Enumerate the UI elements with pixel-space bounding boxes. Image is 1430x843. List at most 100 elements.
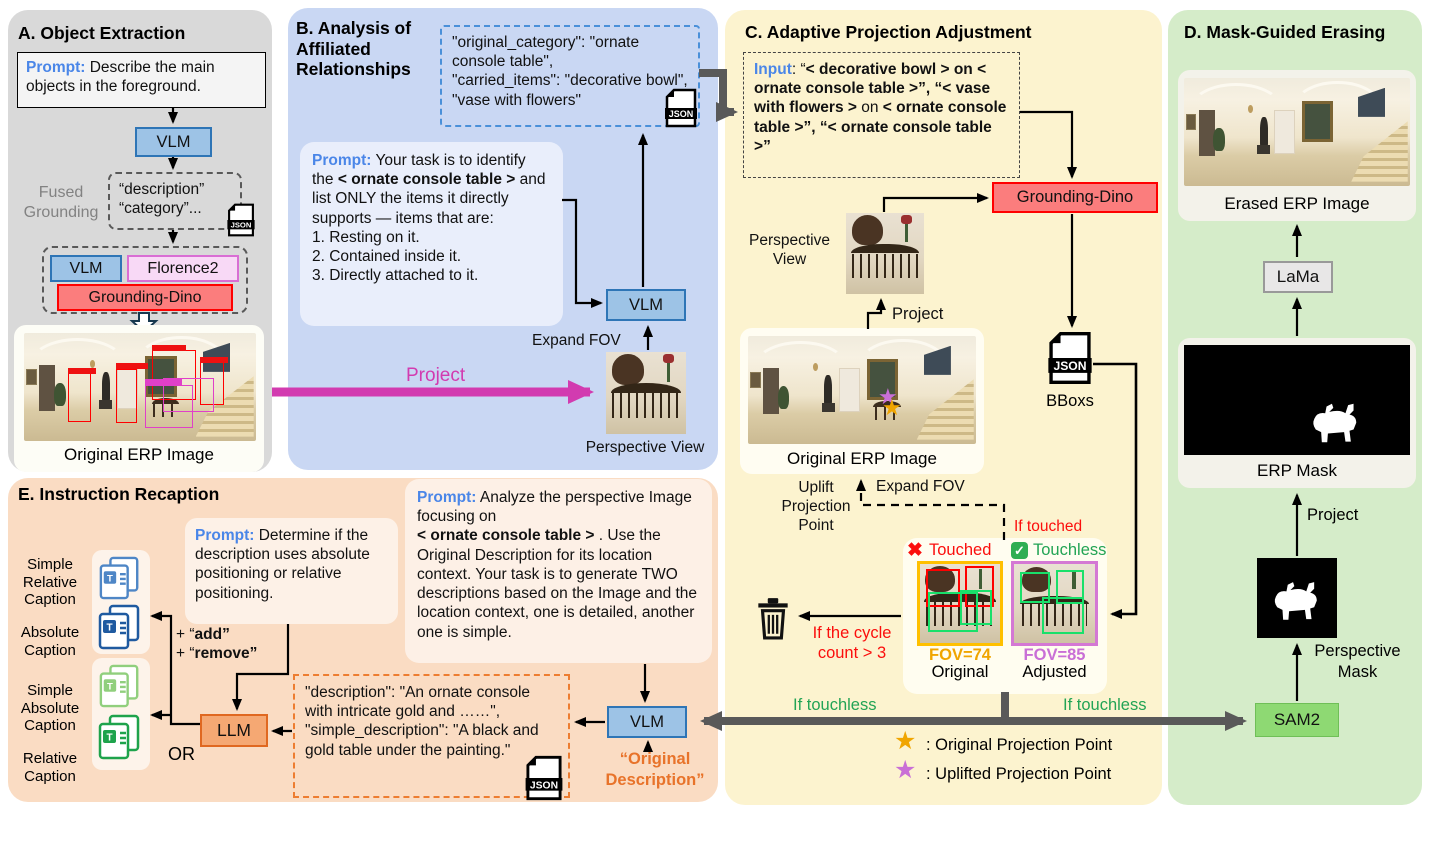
doc-icon-simple-relative: T bbox=[99, 556, 139, 600]
persp-mirror bbox=[1022, 567, 1052, 593]
c-input-b1: < decorative bowl > on < ornate console … bbox=[754, 61, 987, 98]
pano-plant bbox=[54, 382, 66, 407]
panel-b-title-line: Relationships bbox=[296, 59, 411, 80]
e-vlm-box: VLM bbox=[607, 706, 687, 738]
c-uplift-line: Projection bbox=[781, 498, 851, 516]
c-cycle-label: If the cycle count > 3 bbox=[798, 624, 906, 664]
a-json-icon: JSON bbox=[227, 203, 255, 237]
pano-statue-base bbox=[1257, 144, 1270, 154]
c-input-box: Input: “< decorative bowl > on < ornate … bbox=[743, 52, 1020, 178]
pano-statue-base bbox=[822, 402, 835, 412]
bbox-green bbox=[1041, 597, 1084, 634]
bbox-label-tag bbox=[144, 379, 182, 386]
bbox-magenta bbox=[163, 378, 215, 412]
d-project-label: Project bbox=[1307, 506, 1359, 524]
check-mark-icon: ✓ bbox=[1011, 542, 1028, 559]
c-erp-image bbox=[748, 336, 976, 444]
c-adjusted-label: Adjusted bbox=[1022, 663, 1087, 681]
b-prompt-box: Prompt: Your task is to identify the < o… bbox=[300, 142, 563, 326]
c-if-touchless-left-label: If touchless bbox=[793, 696, 877, 714]
persp-table-top bbox=[1020, 595, 1089, 605]
pano-table-legs bbox=[152, 404, 179, 418]
b-json-box: "original_category": "ornate console tab… bbox=[440, 25, 700, 127]
trash-icon bbox=[758, 598, 788, 640]
c-perspective-caption-line: Perspective bbox=[749, 232, 830, 249]
bbox-label-tag bbox=[115, 363, 149, 370]
pano-arch-icon bbox=[1292, 81, 1383, 137]
c-original-label: Original bbox=[931, 663, 989, 681]
b-vlm-box: VLM bbox=[606, 289, 686, 321]
a-prompt-box: Prompt: Describe the main objects in the… bbox=[17, 52, 266, 108]
e-remove: remove” bbox=[194, 645, 258, 662]
pano-doorway-bright bbox=[1274, 110, 1295, 154]
c-bboxs-label: BBoxs bbox=[1046, 392, 1094, 410]
b-json-text1: "original_category": "ornate console tab… bbox=[452, 34, 640, 71]
pano-arch-icon bbox=[752, 341, 849, 395]
doc-icon-simple-absolute: T bbox=[99, 664, 139, 708]
persp-table-legs bbox=[852, 253, 918, 278]
doc-t: T bbox=[106, 623, 112, 634]
c-legend-original: : Original Projection Point bbox=[926, 736, 1113, 754]
bbox-green bbox=[1056, 569, 1084, 605]
pano-statue-base bbox=[99, 399, 113, 409]
c-cycle-line: count > 3 bbox=[817, 643, 887, 662]
b-prompt-item2: 2. Contained inside it. bbox=[312, 248, 462, 266]
a-json-box: “description” “category”... bbox=[108, 172, 242, 230]
d-erased-image bbox=[1184, 78, 1410, 186]
pano-painting bbox=[866, 358, 899, 400]
c-bboxs-json-icon: JSON bbox=[1048, 331, 1092, 385]
mask-shape bbox=[1313, 403, 1357, 443]
c-perspective-caption: Perspective View bbox=[737, 231, 842, 269]
c-input-t4: ”, “ bbox=[803, 118, 828, 136]
e-original-description-label: “Original Description” bbox=[596, 749, 714, 790]
a-prompt-text: Describe the main objects in the foregro… bbox=[26, 59, 215, 96]
a-json-badge: JSON bbox=[231, 221, 252, 230]
c-touchless-label: Touchless bbox=[1033, 541, 1107, 559]
c-input-t1: : “ bbox=[791, 61, 806, 78]
c-uplift-label: Uplift Projection Point bbox=[773, 478, 859, 536]
c-legend-uplifted: : Uplifted Projection Point bbox=[926, 765, 1112, 783]
bbox-green bbox=[960, 590, 992, 625]
c-grounding-dino-box: Grounding-Dino bbox=[992, 182, 1158, 213]
d-lama-box: LaMa bbox=[1263, 261, 1333, 293]
legend-original-star-icon: ★ bbox=[894, 727, 917, 755]
c-erp-caption: Original ERP Image bbox=[787, 449, 937, 468]
e-cap4-label: Relative Caption bbox=[22, 750, 78, 785]
pano-console-table bbox=[873, 400, 901, 408]
pano-sconce-icon bbox=[812, 363, 818, 371]
pano-doorway bbox=[1198, 110, 1215, 156]
e-or-label: OR bbox=[168, 744, 195, 764]
c-input-t3: on bbox=[856, 99, 883, 117]
c-input-t5: ” bbox=[763, 137, 771, 155]
persp-flower-stem bbox=[905, 219, 909, 243]
doc-t: T bbox=[107, 681, 113, 692]
doc-t: T bbox=[106, 733, 112, 744]
bbox-green bbox=[1019, 571, 1050, 604]
pano-arch-icon bbox=[135, 336, 229, 392]
d-perspective-mask-caption: Perspective Mask bbox=[1300, 641, 1415, 682]
uplifted-projection-star-icon: ★ bbox=[878, 384, 898, 409]
e-description-box: "description": "An ornate console with i… bbox=[293, 674, 570, 798]
a-erp-image bbox=[24, 333, 256, 441]
e-orig-desc-line: Description” bbox=[605, 770, 705, 789]
bbox-green bbox=[928, 592, 978, 632]
bbox-red bbox=[926, 568, 960, 607]
a-fused-grounding-label: Fused Grounding bbox=[23, 184, 99, 221]
a-json-line1: “description” bbox=[119, 181, 205, 198]
c-json-badge: JSON bbox=[1053, 359, 1086, 373]
persp-table-top bbox=[610, 383, 682, 393]
b-project-label: Project bbox=[406, 365, 466, 386]
persp-mirror bbox=[852, 214, 884, 246]
e-plus-add-label: + “add” bbox=[176, 625, 230, 644]
persp-table-legs bbox=[612, 393, 680, 418]
e-remove-pre: + “ bbox=[176, 645, 195, 662]
pano-plant bbox=[777, 385, 790, 410]
d-erased-caption: Erased ERP Image bbox=[1224, 194, 1370, 213]
c-perspective-caption-line: View bbox=[772, 251, 807, 269]
doc-icon-relative: T bbox=[98, 714, 140, 760]
persp-flower-stem bbox=[979, 568, 983, 590]
e-prompt1-text: Determine if the description uses absolu… bbox=[195, 527, 370, 602]
b-json-text2: "carried_items": "decorative bowl", "vas… bbox=[452, 72, 688, 109]
e-description-text: "description": "An ornate console with i… bbox=[305, 684, 539, 759]
